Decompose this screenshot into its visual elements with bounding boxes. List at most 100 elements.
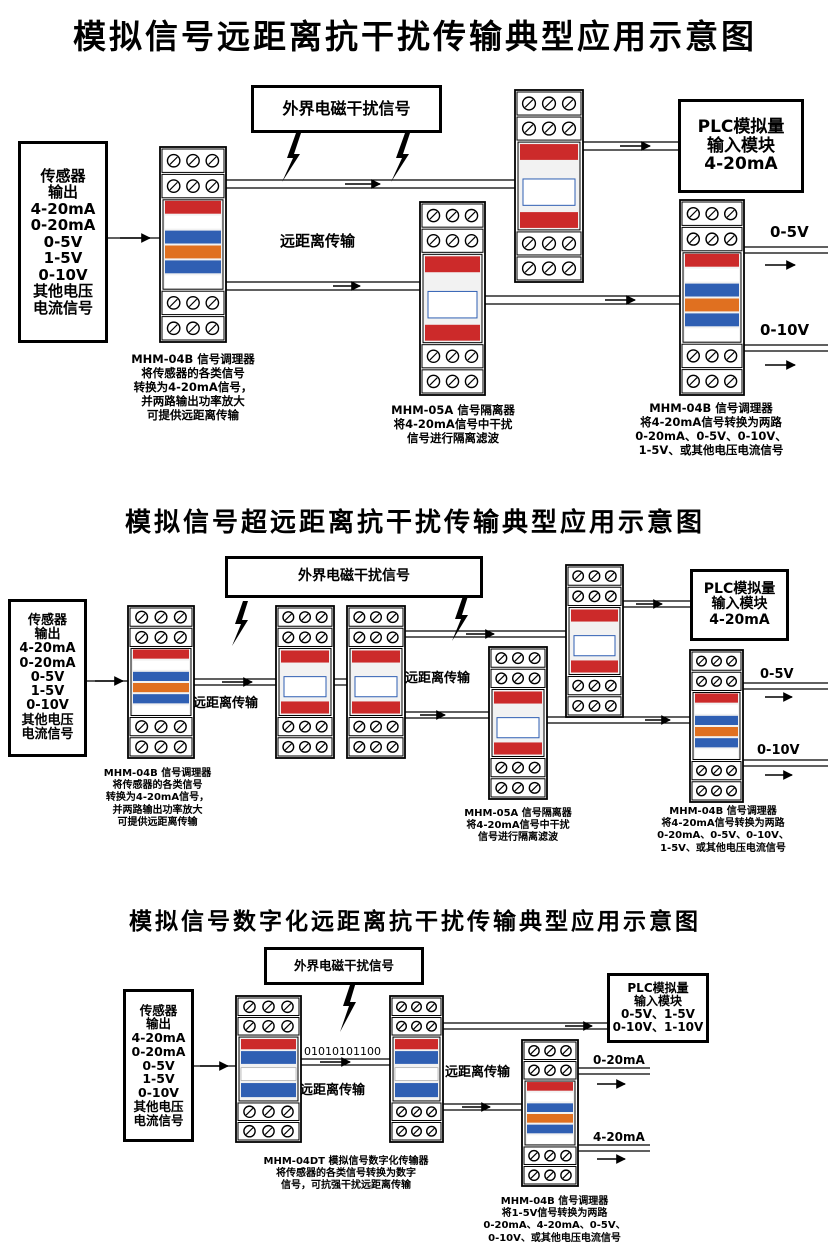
sensor-label: 0-10V — [38, 265, 88, 284]
module-mhm-04b-sender — [159, 146, 227, 343]
caption-line: 信号，可抗强干扰远距离传输 — [281, 1180, 411, 1192]
caption-line: 并两路输出功率放大 — [141, 394, 245, 409]
diagram2-title: 模拟信号超远距离抗干扰传输典型应用示意图 — [124, 508, 705, 538]
sensor-label: 传感器 — [139, 1002, 178, 1018]
output-0-10v-label: 0-10V — [760, 321, 810, 339]
sensor-label: 1-5V — [43, 249, 83, 268]
caption-line: 0-10V、或其他电压电流信号 — [488, 1232, 621, 1244]
plc-label: PLC模拟量 — [627, 980, 689, 995]
sensor-label: 电流信号 — [32, 298, 93, 317]
sensor-output-box: 传感器 输出 4-20mA 0-20mA 0-5V 1-5V 0-10V 其他电… — [8, 599, 87, 757]
caption-line: MHM-04B 信号调理器 — [103, 768, 212, 779]
output-0-20ma-label: 0-20mA — [593, 1053, 645, 1067]
interference-box: 外界电磁干扰信号 — [225, 556, 483, 598]
sensor-label: 0-5V — [142, 1057, 175, 1073]
caption-line: 将4-20mA信号转换为两路 — [640, 415, 782, 430]
plc-input-box: PLC模拟量 输入模块 4-20mA — [678, 99, 804, 193]
caption-mhm-04b-left: MHM-04B 信号调理器 将传感器的各类信号 转换为4-20mA信号， 并两路… — [103, 352, 283, 422]
caption-line: 将传感器的各类信号转换为数字 — [276, 1168, 416, 1180]
interference-label: 外界电磁干扰信号 — [298, 568, 410, 585]
caption-mhm-04dt: MHM-04DT 模拟信号数字化传输器 将传感器的各类信号转换为数字 信号，可抗… — [232, 1156, 460, 1193]
caption-line: 并两路输出功率放大 — [112, 804, 203, 816]
plc-label: PLC模拟量 — [697, 116, 785, 137]
plc-label: 输入模块 — [707, 135, 775, 156]
digital-bits-label: 01010101100 — [304, 1045, 381, 1058]
sensor-label: 电流信号 — [21, 727, 74, 743]
transmission-label: 远距离传输 — [300, 1083, 366, 1098]
module-mhm-05a-upper — [514, 89, 584, 283]
sensor-label: 4-20mA — [19, 641, 76, 657]
sensor-label: 输出 — [145, 1016, 171, 1032]
sensor-label: 输出 — [47, 183, 78, 202]
sensor-label: 其他电压 — [133, 1098, 184, 1114]
plc-label: 输入模块 — [633, 993, 682, 1008]
caption-line: 可提供远距离传输 — [147, 408, 239, 423]
caption-line: MHM-05A 信号隔离器 — [391, 403, 515, 417]
caption-line: MHM-04B 信号调理器 — [649, 401, 773, 415]
caption-line: 信号进行隔离滤波 — [478, 832, 558, 844]
sensor-label: 传感器 — [27, 612, 67, 628]
module-mhm-04dt-receiver — [389, 995, 444, 1143]
sensor-label: 0-20mA — [30, 216, 96, 235]
caption-line: 转换为4-20mA信号， — [105, 792, 210, 804]
output-0-5v-label: 0-5V — [770, 223, 809, 241]
plc-label: PLC模拟量 — [703, 580, 776, 597]
output-0-5v-label: 0-5V — [760, 667, 794, 682]
interference-box: 外界电磁干扰信号 — [251, 85, 442, 133]
module-mhm-05a-lower — [419, 201, 486, 396]
plc-label: 输入模块 — [711, 596, 768, 613]
caption-line: MHM-04B 信号调理器 — [669, 806, 777, 817]
sensor-label: 0-20mA — [19, 655, 76, 671]
caption-line: MHM-04B 信号调理器 — [500, 1196, 609, 1207]
caption-line: MHM-04DT 模拟信号数字化传输器 — [263, 1156, 429, 1167]
sensor-label: 其他电压 — [21, 712, 74, 728]
module-mhm-05a — [346, 605, 406, 759]
caption-mhm-04b-right: MHM-04B 信号调理器 将4-20mA信号转换为两路 0-20mA、0-5V… — [596, 401, 826, 457]
interference-label: 外界电磁干扰信号 — [293, 958, 394, 974]
plc-label: 4-20mA — [704, 154, 778, 175]
sensor-label: 0-20mA — [131, 1043, 186, 1059]
module-mhm-04b-receiver — [521, 1039, 579, 1187]
module-mhm-05a-lower — [488, 646, 548, 800]
transmission-label: 远距离传输 — [405, 671, 471, 686]
caption-line: 将4-20mA信号转换为两路 — [661, 818, 785, 830]
caption-line: 将4-20mA信号中干扰 — [466, 820, 570, 832]
caption-line: 1-5V、或其他电压电流信号 — [638, 443, 784, 458]
caption-line: 将传感器的各类信号 — [141, 366, 245, 381]
caption-line: 转换为4-20mA信号， — [133, 380, 253, 395]
sensor-label: 4-20mA — [30, 199, 96, 218]
sensor-label: 输出 — [34, 626, 61, 642]
caption-mhm-05a: MHM-05A 信号隔离器 将4-20mA信号中干扰 信号进行隔离滤波 — [438, 808, 598, 845]
caption-line: 可提供远距离传输 — [117, 816, 198, 828]
caption-line: MHM-04B 信号调理器 — [131, 352, 255, 366]
caption-line: 信号进行隔离滤波 — [407, 431, 499, 446]
interference-label: 外界电磁干扰信号 — [282, 99, 411, 119]
caption-mhm-05a: MHM-05A 信号隔离器 将4-20mA信号中干扰 信号进行隔离滤波 — [358, 403, 548, 445]
sensor-label: 传感器 — [40, 166, 86, 185]
sensor-output-box: 传感器 输出 4-20mA 0-20mA 0-5V 1-5V 0-10V 其他电… — [123, 989, 194, 1142]
sensor-label: 0-10V — [138, 1085, 179, 1101]
plc-input-box: PLC模拟量 输入模块 4-20mA — [690, 569, 789, 641]
sensor-label: 4-20mA — [131, 1030, 186, 1046]
plc-label: 0-10V、1-10V — [612, 1020, 704, 1035]
caption-line: 0-20mA、0-5V、0-10V、 — [657, 830, 789, 842]
caption-line: 将传感器的各类信号 — [112, 780, 203, 792]
module-mhm-05a — [275, 605, 335, 759]
caption-line: 将1-5V信号转换为两路 — [501, 1208, 608, 1220]
caption-mhm-04b-left: MHM-04B 信号调理器 将传感器的各类信号 转换为4-20mA信号， 并两路… — [80, 768, 235, 829]
caption-line: 0-20mA、4-20mA、0-5V、 — [483, 1220, 626, 1232]
plc-label: 0-5V、1-5V — [621, 1007, 695, 1021]
caption-mhm-04b: MHM-04B 信号调理器 将1-5V信号转换为两路 0-20mA、4-20mA… — [457, 1196, 652, 1245]
caption-mhm-04b-right: MHM-04B 信号调理器 将4-20mA信号转换为两路 0-20mA、0-5V… — [618, 806, 828, 855]
sensor-output-box: 传感器 输出 4-20mA 0-20mA 0-5V 1-5V 0-10V 其他电… — [18, 141, 108, 343]
transmission-label: 远距离传输 — [280, 232, 356, 250]
caption-line: MHM-05A 信号隔离器 — [464, 808, 572, 819]
sensor-label: 其他电压 — [32, 282, 93, 301]
caption-line: 0-20mA、0-5V、0-10V、 — [635, 429, 787, 444]
output-4-20ma-label: 4-20mA — [593, 1130, 645, 1144]
module-mhm-04dt-sender — [235, 995, 302, 1143]
plc-label: 4-20mA — [709, 611, 770, 628]
